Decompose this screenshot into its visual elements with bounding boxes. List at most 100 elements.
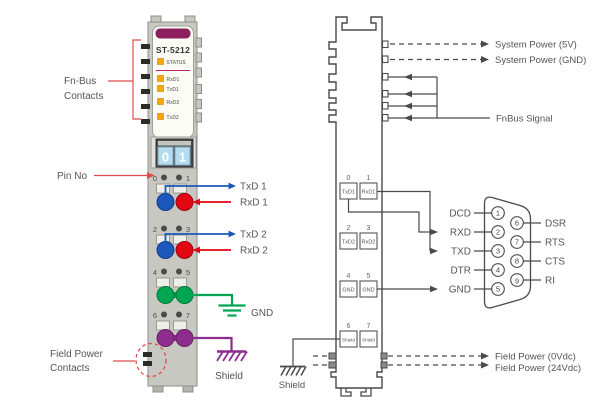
db9-pin [491,282,505,296]
pin-box-number: 7 [367,323,371,330]
pin-box-label: RxD1 [362,190,376,196]
pin-number: 7 [186,311,190,320]
pin-box [359,232,378,250]
rxd2-arrow-icon [192,246,200,254]
db9-pin-number: 7 [515,238,519,247]
db9-pin-label: DSR [545,219,566,230]
pin-number: 1 [186,174,190,183]
fnbus-contacts-label-1: Fn-Bus [64,76,96,87]
led-label: STATUS [167,60,187,66]
status-led-icon [157,58,164,65]
db9-pin-number: 6 [515,219,519,228]
terminal-slot [156,277,170,288]
fnbus-contacts [141,44,150,124]
module-side-teeth [195,37,202,123]
display-strip [158,141,191,146]
field-power-tabs [328,352,388,369]
pin-box-number: 4 [347,273,351,280]
rxd1-to-txd-wire [377,190,431,251]
left-callouts: Fn-Bus Contacts Pin No TxD 1 RxD 1 TxD 2… [50,39,273,382]
field-power-label-2: Contacts [50,363,89,374]
schematic-shield-label: Shield [279,380,305,391]
pin-dot [176,311,182,318]
db9-pin [491,263,505,277]
pin-row-6-7: 6 7 [153,311,194,347]
txd-arrow-icon [430,247,438,255]
pin-dot [161,225,167,232]
db9-pin [510,254,524,268]
pin-box [339,280,358,298]
digit-cell [174,146,191,166]
shield-hatch-icon [216,350,248,362]
gnd-terminal [156,286,175,304]
fnbus-signal-lines [388,73,490,122]
pin-no-label: Pin No [57,171,87,182]
pin-box-label: Shield [342,338,355,343]
pin-box-number: 2 [347,225,351,232]
gnd-arrow-icon [430,285,438,293]
db9-pin-label: DTR [450,266,471,277]
address-display: 0 1 [150,136,197,169]
left-module: ST-5212 STATUS RxD1 TxD1 RxD2 TxD2 0 1 [141,15,202,393]
rxd2-led-icon [157,98,164,105]
txd2-wire [164,233,229,246]
txd1-wire [164,185,229,198]
fnbus-signal-label: FnBus Signal [496,114,553,125]
schematic-foot [340,388,352,397]
db9-pin-number: 3 [496,247,500,256]
pin-row-2-3: 2 3 [153,225,194,259]
terminal-slot [173,183,187,194]
field-power-0v-arrow-icon [481,352,489,360]
db9-pin-label: DCD [449,209,471,220]
pin-box-number: 6 [347,323,351,330]
db9-pin-number: 1 [496,209,500,218]
txd1-led-icon [157,85,164,92]
db9-pin [510,235,524,249]
pin-number: 6 [153,311,157,320]
pin-number: 3 [186,225,190,234]
terminal-slot [173,277,187,288]
txd1-to-rxd-wire [347,199,430,233]
field-power-0v-label: Field Power (0Vdc) [495,352,576,363]
pin-box-number: 0 [347,175,351,182]
fnbus-arrow-icon [404,90,412,98]
model-label: ST-5212 [156,45,190,55]
db9-pin [510,216,524,230]
db9-pin-number: 4 [496,266,500,275]
led-label: TxD1 [167,87,179,93]
pin-box-number: 3 [367,225,371,232]
pin-box-label: GND [362,288,374,294]
gnd-ground-icon [218,304,246,317]
db9-pin-label: CTS [545,257,565,268]
pin-number: 5 [186,268,190,277]
pin-dot [161,268,167,275]
pin-boxes: 0 1 TxD1 RxD1 2 3 TxD2 RxD2 4 5 GND GND … [339,175,378,348]
fnbus-arrow-icon [404,73,412,81]
pin-box-label: GND [342,288,354,294]
system-power-5v-label: System Power (5V) [495,40,577,51]
db9-pin-label: GND [449,285,471,296]
txd1-arrow-icon [228,182,236,190]
db9-pin-number: 5 [496,285,500,294]
terminal-slot [156,320,170,331]
rxd2-label: RxD 2 [240,246,268,257]
pin-box-label: RxD2 [362,240,376,246]
pin-box-number: 5 [367,273,371,280]
field-power-24v-label: Field Power (24Vdc) [495,363,581,374]
pin-dot [161,174,167,181]
field-power-24v-arrow-icon [481,361,489,369]
schematic-foot [360,388,372,397]
db9-connector: 1 2 3 4 5 DCD RXD TXD DTR GND 6 7 8 9 DS… [449,196,566,309]
system-power-gnd-label: System Power (GND) [495,55,586,66]
shield-label: Shield [215,371,243,382]
led-label: TxD2 [167,115,179,121]
pin-no-arrow-icon [147,172,155,179]
fnbus-arrow-icon [404,102,412,110]
pin-box-number: 1 [367,175,371,182]
pin-box-label: TxD1 [342,190,355,196]
shield-ground-wire [292,338,340,366]
pin-number: 0 [153,174,157,183]
pin-dot [176,174,182,181]
